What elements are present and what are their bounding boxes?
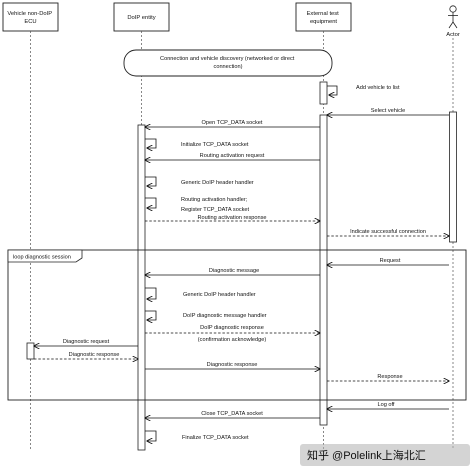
loop-title: loop diagnostic session: [13, 255, 71, 261]
participant-tester-label: External test equipment: [307, 11, 341, 25]
msg-open-socket: Open TCP_DATA socket: [202, 120, 263, 126]
activation-tester-add: [319, 81, 328, 105]
msg-diagnostic-message: Diagnostic message: [209, 268, 259, 274]
msg-diagnostic-request: Diagnostic request: [63, 339, 110, 345]
activation-actor: [449, 111, 457, 243]
discovery-note-text: Connection and vehicle discovery (networ…: [160, 56, 296, 70]
msg-diag-message-handler: DoIP diagnostic message handler: [183, 313, 267, 319]
loop-frame-tab: [7, 249, 83, 263]
msg-generic-header-1: Generic DoIP header handler: [181, 180, 254, 186]
participant-ecu-box: [2, 2, 59, 32]
msg-close-socket: Close TCP_DATA socket: [201, 411, 263, 417]
msg-request: Request: [380, 258, 401, 264]
participant-doip-box: [113, 2, 170, 32]
msg-diagnostic-response: Diagnostic response: [207, 362, 258, 368]
participant-tester-box: [295, 2, 352, 32]
msg-register-socket: Register TCP_DATA socket: [181, 207, 250, 213]
participant-doip-label: DoIP entity: [127, 15, 155, 21]
watermark-text: 知乎 @Polelink上海北汇: [307, 448, 426, 462]
msg-init-socket: Initialize TCP_DATA socket: [181, 142, 249, 148]
watermark-bg: [300, 444, 470, 466]
msg-diagnostic-response-ecu: Diagnostic response: [69, 352, 120, 358]
msg-add-vehicle: Add vehicle to list: [356, 85, 400, 91]
msg-doip-diag-response: DoIP diagnostic response: [200, 325, 264, 331]
participant-actor-label: Actor: [446, 32, 460, 38]
msg-generic-header-2: Generic DoIP header handler: [183, 292, 256, 298]
msg-routing-response: Routing activation response: [197, 215, 266, 221]
msg-finalize-socket: Finalize TCP_DATA socket: [182, 435, 249, 441]
msg-response: Response: [377, 374, 402, 380]
loop-frame: [7, 249, 467, 401]
msg-routing-handler: Routing activation handler;: [181, 197, 248, 203]
activation-ecu: [26, 342, 35, 360]
msg-indicate-connection: Indicate successful connection: [350, 229, 426, 235]
msg-confirmation-ack: (confirmation acknowledge): [198, 337, 267, 343]
msg-log-off: Log off: [377, 402, 394, 408]
discovery-note: [123, 49, 333, 77]
activation-doip-main: [137, 124, 146, 451]
actor-icon: [448, 5, 458, 29]
activation-tester-main: [319, 114, 328, 426]
msg-routing-request: Routing activation request: [200, 153, 265, 159]
msg-select-vehicle: Select vehicle: [371, 108, 406, 114]
participant-ecu-label: Vehicle non-DoIP ECU: [7, 11, 53, 25]
